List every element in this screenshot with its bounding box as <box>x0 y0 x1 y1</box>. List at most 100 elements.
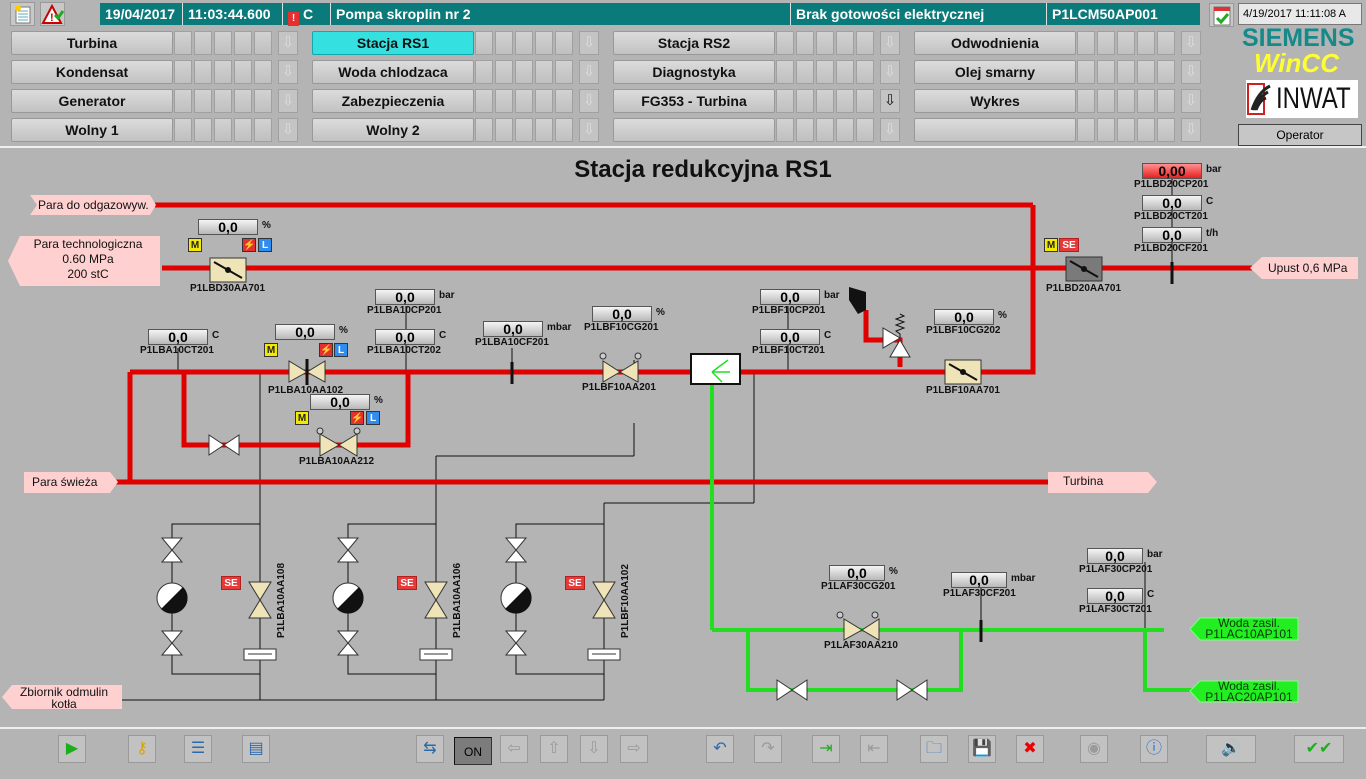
nav-sub-slot[interactable] <box>1157 31 1175 55</box>
alarm-ack-icon[interactable]: ! <box>40 2 65 26</box>
nav-sub-slot[interactable] <box>1097 89 1115 113</box>
label-zbiornik[interactable]: Zbiornik odmulin kotła <box>14 686 114 710</box>
back-icon[interactable]: ↶ <box>706 735 734 763</box>
nav-sub-slot[interactable] <box>475 89 493 113</box>
nav-sub-slot[interactable] <box>475 118 493 142</box>
damper-LBD30AA701[interactable] <box>209 257 247 283</box>
nav-dropdown-arrow-icon[interactable]: ⇩ <box>1181 31 1201 55</box>
arrow-right-icon[interactable]: ⇨ <box>620 735 648 763</box>
local-mode-badge[interactable]: L <box>366 411 380 425</box>
nav-button[interactable]: Odwodnienia <box>914 31 1076 55</box>
nav-button[interactable]: Olej smarny <box>914 60 1076 84</box>
manual-mode-badge[interactable]: M <box>264 343 278 357</box>
arrow-up-icon[interactable]: ⇧ <box>540 735 568 763</box>
nav-sub-slot[interactable] <box>555 89 573 113</box>
measurement-value[interactable]: 0,0 <box>375 289 435 305</box>
nav-sub-slot[interactable] <box>214 31 232 55</box>
nav-sub-slot[interactable] <box>776 89 794 113</box>
nav-sub-slot[interactable] <box>254 118 272 142</box>
measurement-value[interactable]: 0,0 <box>310 394 370 410</box>
nav-sub-slot[interactable] <box>234 89 252 113</box>
alarm-line[interactable]: 19/04/2017 11:03:44.600 !C Pompa skropli… <box>100 3 1200 26</box>
nav-sub-slot[interactable] <box>234 31 252 55</box>
nav-button[interactable] <box>613 118 775 142</box>
measurement-value[interactable]: 0,0 <box>375 329 435 345</box>
nav-dropdown-arrow-icon[interactable]: ⇩ <box>278 89 298 113</box>
nav-sub-slot[interactable] <box>1137 118 1155 142</box>
local-mode-badge[interactable]: L <box>258 238 272 252</box>
nav-sub-slot[interactable] <box>515 31 533 55</box>
nav-sub-slot[interactable] <box>495 118 513 142</box>
nav-dropdown-arrow-icon[interactable]: ⇩ <box>1181 89 1201 113</box>
nav-sub-slot[interactable] <box>856 31 874 55</box>
measurement-value[interactable]: 0,0 <box>829 565 885 581</box>
measurement-value[interactable]: 0,0 <box>951 572 1007 588</box>
label-para-do-odgazowywacza[interactable]: Para do odgazowyw. <box>38 198 149 212</box>
valve-LAF30AA210[interactable] <box>836 611 880 641</box>
manual-mode-badge[interactable]: M <box>1044 238 1058 252</box>
measurement-value[interactable]: 0,00 <box>1142 163 1202 179</box>
nav-sub-slot[interactable] <box>535 89 553 113</box>
start-icon[interactable]: ▶ <box>58 735 86 763</box>
nav-sub-slot[interactable] <box>535 60 553 84</box>
nav-button[interactable]: Kondensat <box>11 60 173 84</box>
nav-sub-slot[interactable] <box>796 60 814 84</box>
nav-button[interactable]: Generator <box>11 89 173 113</box>
nav-sub-slot[interactable] <box>1097 60 1115 84</box>
report-icon[interactable]: ▤ <box>242 735 270 763</box>
forward-icon[interactable]: ↷ <box>754 735 782 763</box>
power-fault-badge[interactable]: ⚡ <box>350 411 364 425</box>
label-turbina[interactable]: Turbina <box>1063 474 1104 488</box>
nav-dropdown-arrow-icon[interactable]: ⇩ <box>278 60 298 84</box>
se-fault-badge[interactable]: SE <box>221 576 241 590</box>
control-valve[interactable] <box>592 581 616 601</box>
valve-water-bypass-2[interactable] <box>896 679 928 701</box>
nav-sub-slot[interactable] <box>816 60 834 84</box>
arrow-left-icon[interactable]: ⇦ <box>500 735 528 763</box>
nav-sub-slot[interactable] <box>194 60 212 84</box>
nav-sub-slot[interactable] <box>776 60 794 84</box>
nav-sub-slot[interactable] <box>254 60 272 84</box>
ack-all-icon[interactable]: ✔✔ <box>1294 735 1344 763</box>
nav-dropdown-arrow-icon[interactable]: ⇩ <box>278 31 298 55</box>
nav-button[interactable]: FG353 - Turbina <box>613 89 775 113</box>
label-woda-zasil-1[interactable]: Woda zasil. P1LAC10AP101 <box>1200 617 1298 640</box>
nav-button[interactable]: Zabezpieczenia <box>312 89 474 113</box>
nav-sub-slot[interactable] <box>856 118 874 142</box>
delete-icon[interactable]: ✖ <box>1016 735 1044 763</box>
manual-mode-badge[interactable]: M <box>188 238 202 252</box>
nav-button[interactable]: Wykres <box>914 89 1076 113</box>
nav-sub-slot[interactable] <box>495 89 513 113</box>
alarm-list-icon[interactable] <box>10 2 35 26</box>
se-fault-badge[interactable]: SE <box>1059 238 1079 252</box>
hand-valve[interactable] <box>504 537 528 551</box>
screen-switch-icon[interactable]: ⇆ <box>416 735 444 763</box>
nav-sub-slot[interactable] <box>234 60 252 84</box>
nav-sub-slot[interactable] <box>1157 118 1175 142</box>
nav-sub-slot[interactable] <box>776 118 794 142</box>
power-fault-badge[interactable]: ⚡ <box>242 238 256 252</box>
nav-sub-slot[interactable] <box>1157 60 1175 84</box>
hand-valve[interactable] <box>504 630 528 644</box>
nav-dropdown-arrow-icon[interactable]: ⇩ <box>278 118 298 142</box>
measurement-value[interactable]: 0,0 <box>275 324 335 340</box>
nav-dropdown-arrow-icon[interactable]: ⇩ <box>579 89 599 113</box>
nav-sub-slot[interactable] <box>796 118 814 142</box>
view-icon[interactable]: ◉ <box>1080 735 1108 763</box>
hand-valve[interactable] <box>160 537 184 551</box>
nav-sub-slot[interactable] <box>194 118 212 142</box>
nav-sub-slot[interactable] <box>796 31 814 55</box>
nav-button[interactable]: Woda chlodzaca <box>312 60 474 84</box>
power-fault-badge[interactable]: ⚡ <box>319 343 333 357</box>
export-icon[interactable]: ⇤ <box>860 735 888 763</box>
valve-LBA10AA102[interactable] <box>288 359 326 385</box>
label-para-technologiczna[interactable]: Para technologiczna 0.60 MPa 200 stC <box>22 237 154 282</box>
nav-dropdown-arrow-icon[interactable]: ⇩ <box>1181 118 1201 142</box>
measurement-value[interactable]: 0,0 <box>592 306 652 322</box>
hand-valve[interactable] <box>336 537 360 551</box>
save-icon[interactable]: 💾 <box>968 735 996 763</box>
nav-sub-slot[interactable] <box>254 89 272 113</box>
nav-sub-slot[interactable] <box>1077 31 1095 55</box>
nav-sub-slot[interactable] <box>1077 60 1095 84</box>
nav-sub-slot[interactable] <box>1097 31 1115 55</box>
